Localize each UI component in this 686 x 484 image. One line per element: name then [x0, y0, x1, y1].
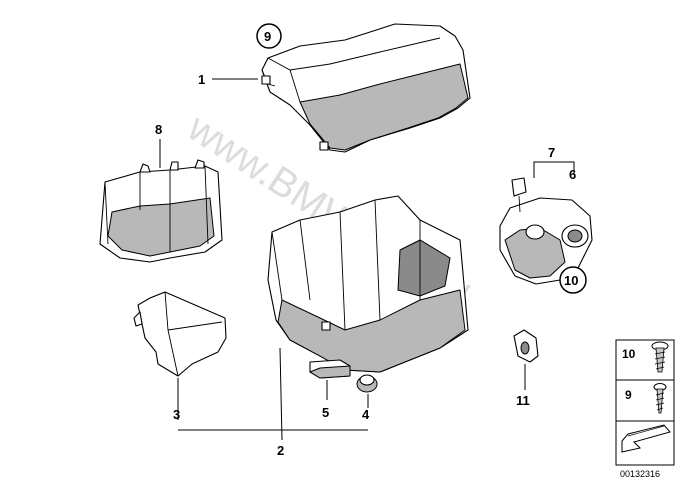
part-6-7-cable-holder[interactable]: [499, 177, 593, 285]
legend-item-10-label: 10: [622, 347, 636, 361]
svg-text:9: 9: [264, 29, 271, 44]
callout-6: 6: [569, 167, 576, 182]
screw-10-icon: [651, 341, 669, 373]
svg-text:10: 10: [564, 273, 578, 288]
part-4-grommet[interactable]: [356, 374, 378, 393]
callout-8: 8: [155, 122, 162, 137]
legend-item-9-label: 9: [625, 388, 632, 402]
callout-4: 4: [362, 407, 370, 422]
part-3-bracket[interactable]: [133, 291, 227, 377]
legend-panel: 10 9: [615, 339, 675, 466]
part-11-clip[interactable]: [513, 329, 539, 363]
callout-3: 3: [173, 407, 180, 422]
part-8-bracket[interactable]: [99, 159, 223, 263]
arrow-icon: [621, 424, 671, 453]
callout-5: 5: [322, 405, 329, 420]
leader-lines: [159, 78, 575, 441]
part-1-cover[interactable]: [261, 23, 471, 153]
screw-9-icon: [653, 383, 667, 414]
diagram-code: 00132316: [620, 469, 660, 479]
callout-1: 1: [198, 72, 205, 87]
callout-2: 2: [277, 443, 284, 458]
callout-11: 11: [516, 393, 530, 408]
part-5-block[interactable]: [309, 359, 351, 379]
callout-10-circled: 10: [559, 266, 587, 294]
callout-7: 7: [548, 145, 555, 160]
callout-9-circled: 9: [256, 23, 282, 49]
callout-numbers: 1 8 7 6 3 5 4 2 11 9 10: [155, 23, 587, 458]
part-2-base-box[interactable]: [267, 195, 469, 373]
